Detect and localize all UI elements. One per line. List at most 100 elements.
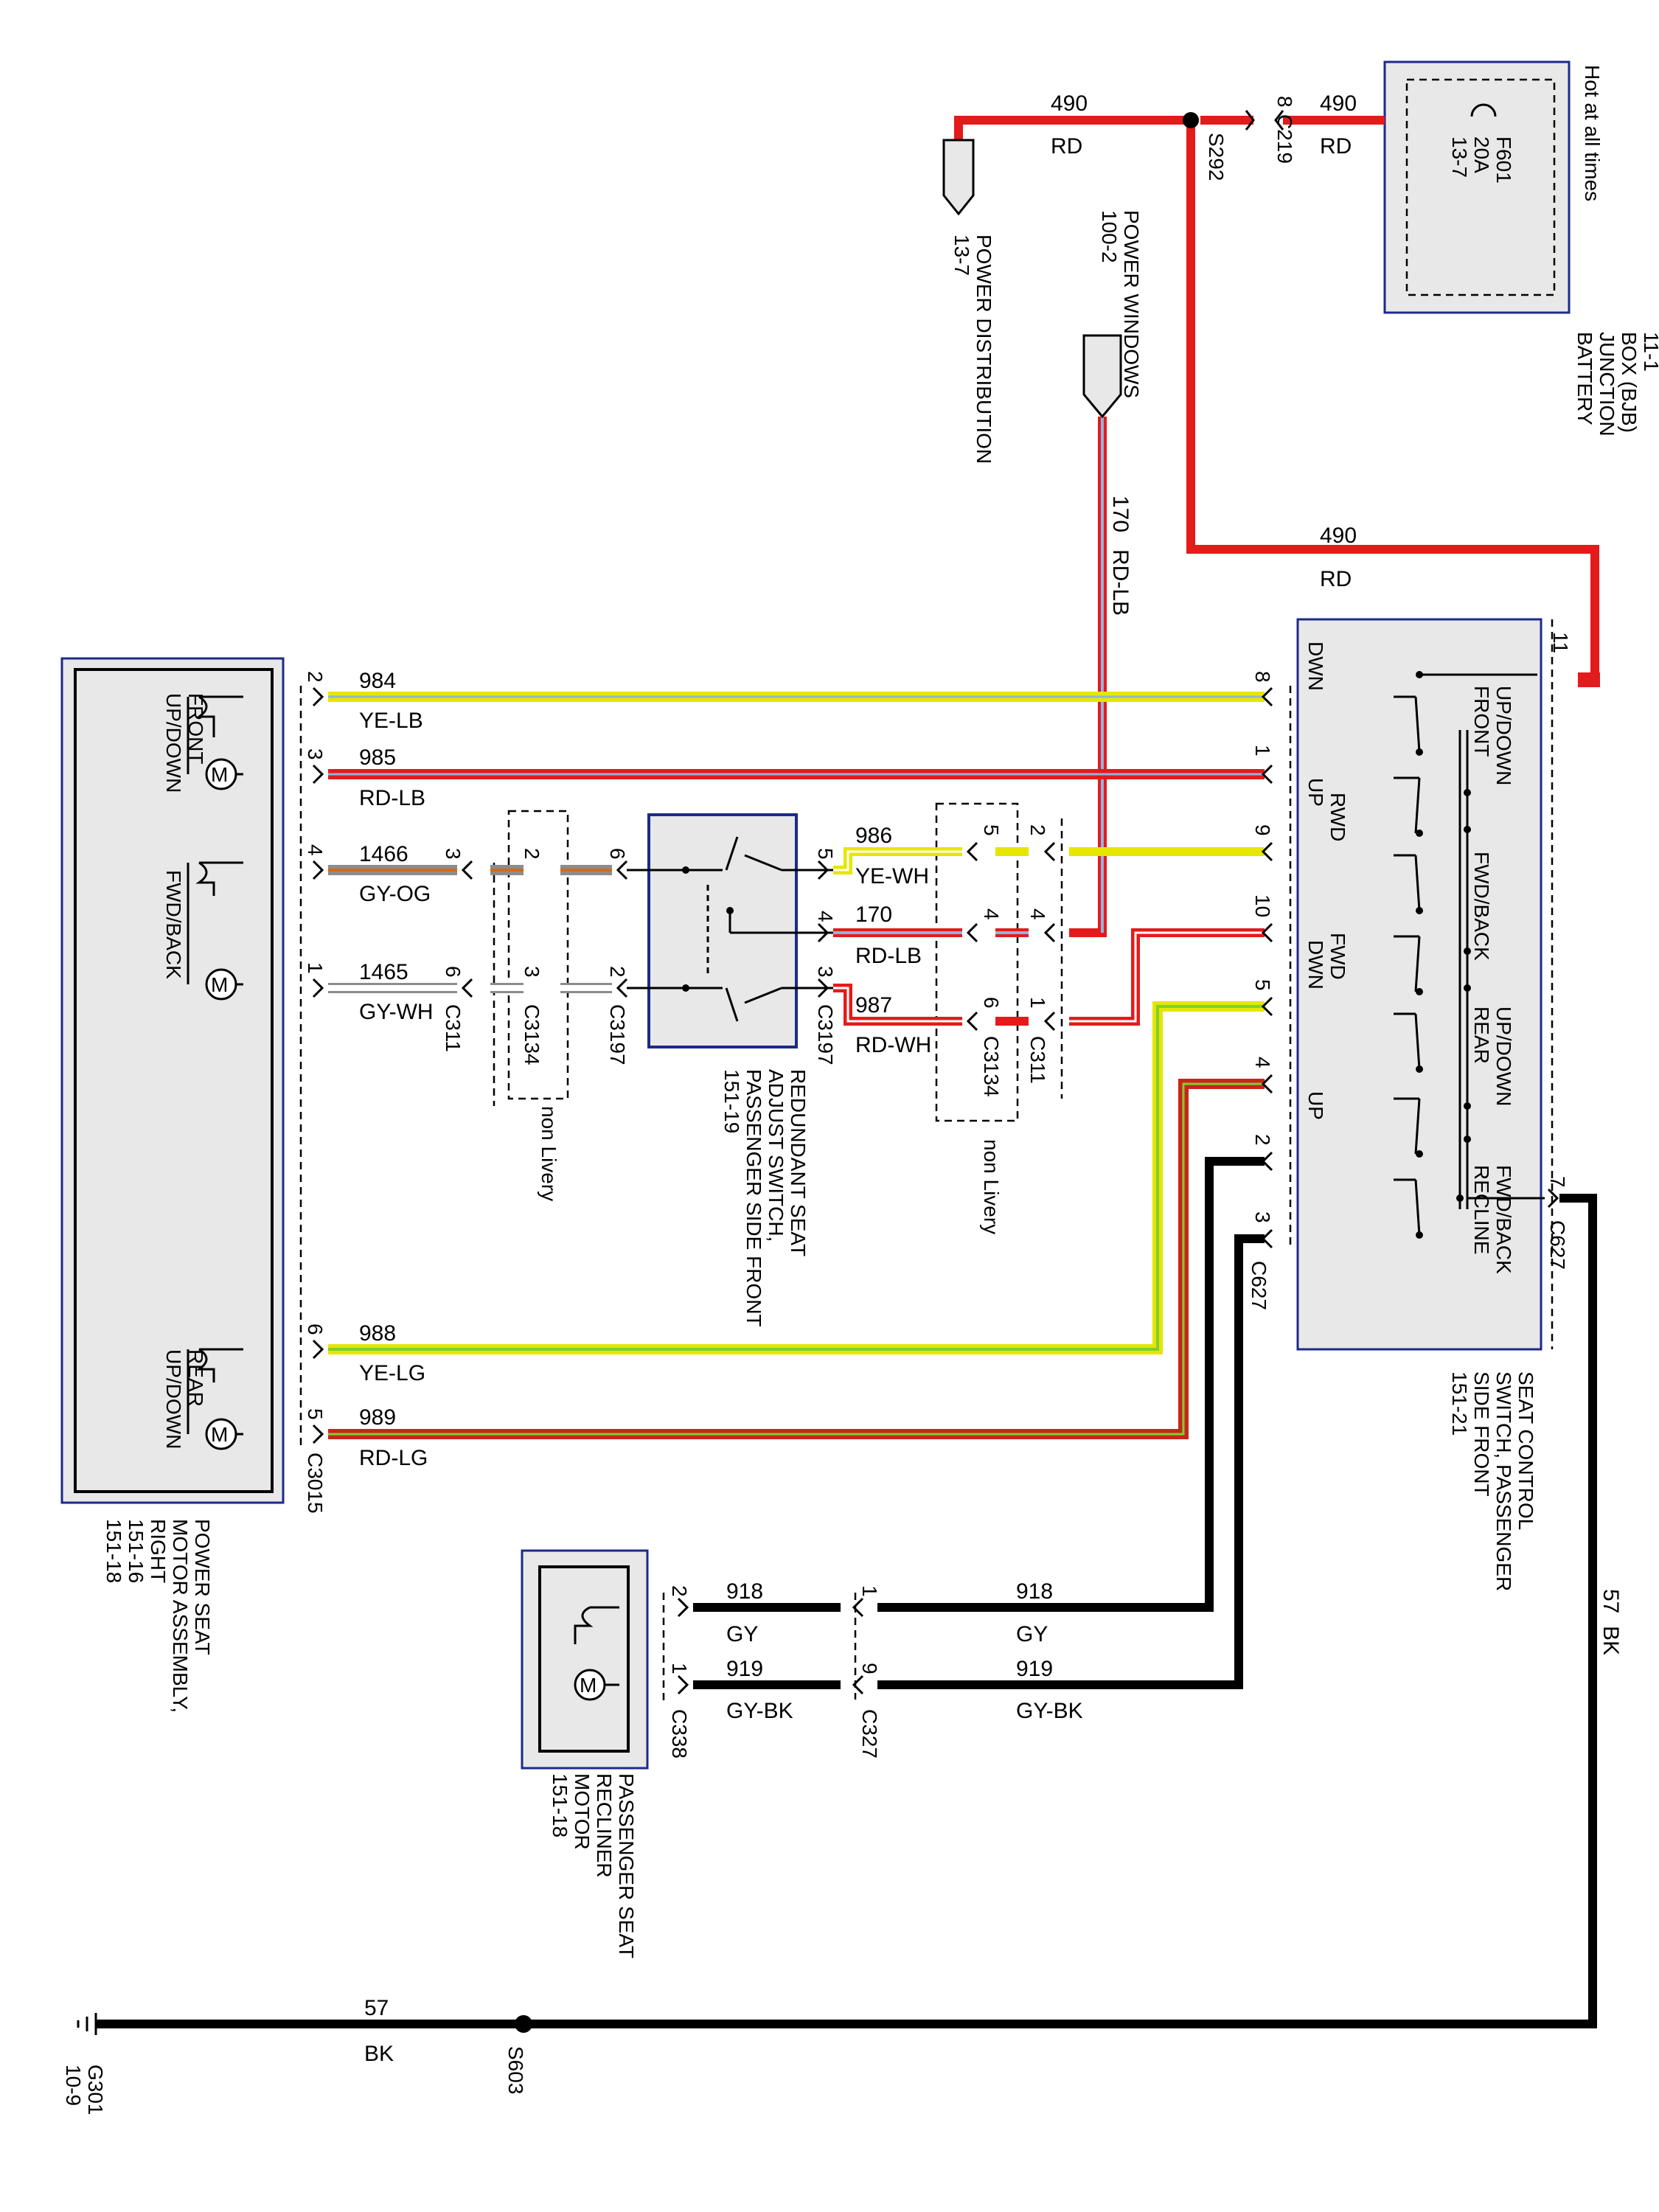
pin-ye-2: 2: [1026, 824, 1049, 836]
pos-up-2: UP: [1304, 1091, 1327, 1120]
motor-front-sub: UP/DOWN: [162, 693, 185, 793]
sw-front-sub: UP/DOWN: [1492, 686, 1515, 785]
recliner-label-4: 151-18: [549, 1773, 571, 1837]
pd-label-1: POWER DISTRIBUTION: [973, 234, 995, 464]
w985-color: RD-LB: [359, 786, 425, 810]
connector-chevrons: [312, 110, 1559, 1695]
ground-label-1: G301: [84, 2065, 107, 2115]
w918b-color: GY: [1016, 1622, 1048, 1646]
w986-num: 986: [855, 824, 892, 848]
pin-c327-9: 9: [858, 1663, 881, 1674]
pin-sw-7: 7: [1546, 1176, 1569, 1188]
w988-num: 988: [359, 1321, 396, 1346]
recliner-label-3: MOTOR: [571, 1773, 594, 1850]
sw-recline-label: RECLINE: [1470, 1165, 1493, 1254]
pin-sw-4: 4: [1251, 1057, 1274, 1068]
wire-490: [954, 116, 1599, 680]
sw-fwdback-label: FWD/BACK: [1470, 852, 1493, 961]
motor-rear-label: REAR: [184, 1349, 207, 1407]
splice-s603-dot: [515, 2015, 532, 2033]
pin-rs-3: 3: [814, 966, 837, 978]
recliner-motor: M PASSENGER SEAT RECLINER MOTOR 151-18: [521, 1549, 665, 1958]
w490c-color: RD: [1320, 567, 1352, 591]
splice-s292: S292: [1205, 133, 1228, 181]
power-windows-connector: POWER WINDOWS 100-2: [1082, 210, 1143, 419]
pin-sw-2: 2: [1251, 1134, 1274, 1146]
w984-num: 984: [359, 669, 396, 693]
w170b-num: 170: [855, 902, 892, 927]
bjb-label-2: JUNCTION: [1596, 332, 1618, 437]
w1465-num: 1465: [359, 960, 408, 984]
wire-986: [782, 847, 1265, 874]
svg-text:non Livery: non Livery: [538, 1106, 560, 1201]
w986-color: YE-WH: [855, 864, 929, 888]
w1466-num: 1466: [359, 842, 408, 866]
fuse-label-1: F601: [1492, 136, 1515, 184]
pos-rwd: RWD: [1326, 793, 1349, 841]
pin-m-2: 2: [304, 671, 327, 683]
w57a-color: BK: [1599, 1626, 1623, 1655]
pin-sw-8: 8: [1251, 671, 1274, 683]
pin-sw-5: 5: [1251, 979, 1274, 991]
w170b-color: RD-LB: [855, 944, 922, 968]
w490b-color: RD: [1320, 134, 1352, 159]
w490b-num: 490: [1320, 91, 1357, 116]
pw-label-2: 100-2: [1098, 210, 1121, 263]
svg-text:M: M: [580, 1674, 597, 1697]
pin-r-2: 2: [668, 1585, 691, 1597]
pin-m-5: 5: [304, 1408, 327, 1420]
ground-label-2: 10-9: [62, 2065, 85, 2106]
non-livery-box-right: non Livery: [935, 802, 1063, 1234]
svg-text:M: M: [211, 1423, 228, 1446]
w490a-num: 490: [1051, 91, 1088, 116]
wire-988: [328, 1001, 1265, 1354]
connector-c327: C327: [858, 1709, 881, 1759]
w987-color: RD-WH: [855, 1033, 931, 1057]
ground-icon: [77, 2013, 97, 2035]
w57a-num: 57: [1599, 1589, 1623, 1613]
pw-label-1: POWER WINDOWS: [1120, 210, 1143, 398]
recliner-motor-icon: [574, 1669, 606, 1701]
pin-r-1: 1: [668, 1663, 691, 1674]
pos-dwn-2: DWN: [1304, 940, 1327, 990]
fuse-label-2: 20A: [1470, 136, 1493, 173]
w1466-color: GY-OG: [359, 882, 431, 906]
w57b-num: 57: [364, 1996, 389, 2020]
pin-gy-2: 2: [521, 848, 543, 860]
recliner-label-1: PASSENGER SEAT: [615, 1773, 638, 1958]
w919a-num: 919: [726, 1657, 763, 1681]
connector-c219: C219: [1273, 114, 1296, 164]
wire-170: [1069, 417, 1107, 937]
w919b-num: 919: [1016, 1657, 1053, 1681]
w57b-color: BK: [364, 2042, 394, 2066]
pin-m-6: 6: [304, 1324, 327, 1335]
wire-pin10: [1069, 928, 1265, 1026]
pin-m-4: 4: [304, 844, 327, 856]
seat-switch-label-2: SWITCH, PASSENGER: [1492, 1371, 1515, 1591]
connector-c311-left: C311: [442, 1004, 465, 1052]
fuse-label-3: 13-7: [1448, 136, 1471, 178]
seat-switch-label-4: 151-21: [1448, 1371, 1471, 1436]
bjb-label-4: 11-1: [1640, 332, 1659, 372]
redundant-seat-adjust-switch: REDUNDANT SEAT ADJUST SWITCH, PASSENGER …: [647, 813, 810, 1327]
connector-c338: C338: [668, 1709, 691, 1759]
motor-fwdback-label: FWD/BACK: [162, 870, 185, 979]
w918b-num: 918: [1016, 1579, 1053, 1604]
bjb-label-3: BOX (BJB): [1618, 332, 1641, 433]
pin-gw-2: 2: [606, 966, 629, 978]
sw-recline-sub: FWD/BACK: [1492, 1165, 1515, 1274]
seat-switch-label-3: SIDE FRONT: [1470, 1371, 1493, 1497]
pin-c327-1: 1: [858, 1585, 881, 1597]
battery-junction-box: F601 20A 13-7 BATTERY JUNCTION BOX (BJB)…: [1383, 60, 1659, 437]
pin-rw-1: 1: [1026, 997, 1049, 1009]
splice-s603: S603: [504, 2046, 527, 2094]
fuse-icon: [1470, 103, 1497, 117]
w919b-color: GY-BK: [1016, 1699, 1083, 1723]
connector-c3015: C3015: [304, 1453, 327, 1514]
non-livery-box-left: non Livery: [493, 810, 569, 1201]
motor-icon: M M M: [205, 758, 237, 1450]
motor-rear-sub: UP/DOWN: [162, 1349, 185, 1449]
pin-11-terminal: [1578, 672, 1600, 687]
pin-gw-6: 6: [442, 966, 465, 978]
wire-918: [693, 1157, 1265, 1612]
